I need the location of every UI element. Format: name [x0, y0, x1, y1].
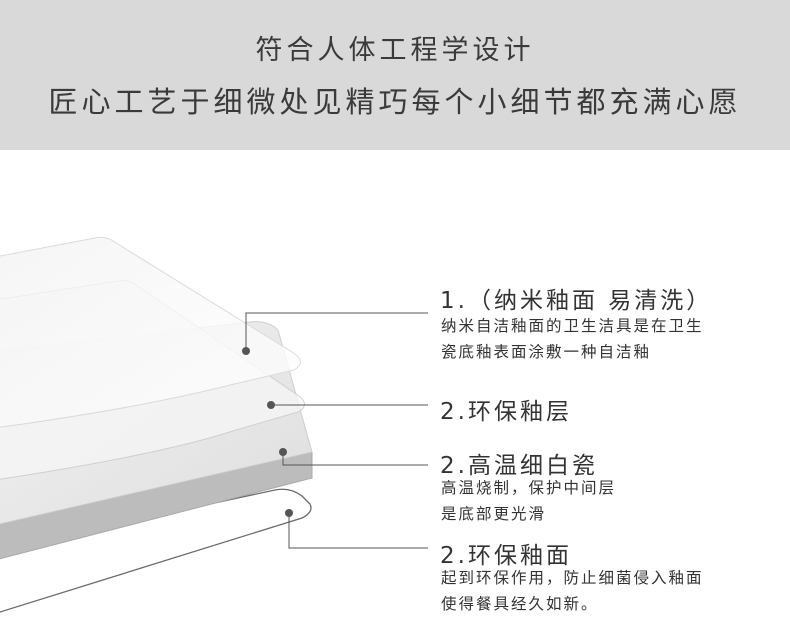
leader-dot-4 [285, 509, 293, 517]
leader-dot-1 [242, 347, 250, 355]
layer-3-desc-line2: 是底部更光滑 [441, 505, 547, 523]
leader-line-3 [282, 452, 428, 466]
layer-3-title: 2.高温细白瓷 [440, 453, 598, 479]
layer-1-desc-line2: 瓷底釉表面涂敷一种自洁釉 [441, 343, 652, 361]
layer-diagram [0, 236, 428, 613]
layer-1-title: 1.（纳米釉面 易清洗） [440, 288, 713, 314]
layer-top-glaze [0, 236, 301, 428]
leader-line-1 [245, 312, 428, 351]
leader-line-4 [288, 513, 428, 549]
layer-4-title: 2.环保釉面 [440, 543, 572, 569]
layer-3-desc-line1: 高温烧制，保护中间层 [441, 479, 617, 497]
layer-4-desc-line1: 起到环保作用，防止细菌侵入釉面 [441, 569, 704, 587]
leader-dot-2 [267, 401, 275, 409]
layer-bottom-glaze [0, 488, 312, 613]
layer-4-desc-line2: 使得餐具经久如新。 [441, 595, 599, 613]
layer-2-title: 2.环保釉层 [440, 399, 572, 425]
header-banner: 符合人体工程学设计 匠心工艺于细微处见精巧每个小细节都充满心愿 [0, 0, 790, 150]
banner-title-line2: 匠心工艺于细微处见精巧每个小细节都充满心愿 [48, 85, 742, 119]
layer-1-desc-line1: 纳米自洁釉面的卫生洁具是在卫生 [441, 317, 704, 335]
leader-dot-3 [279, 448, 287, 456]
banner-title-line1: 符合人体工程学设计 [255, 35, 535, 66]
